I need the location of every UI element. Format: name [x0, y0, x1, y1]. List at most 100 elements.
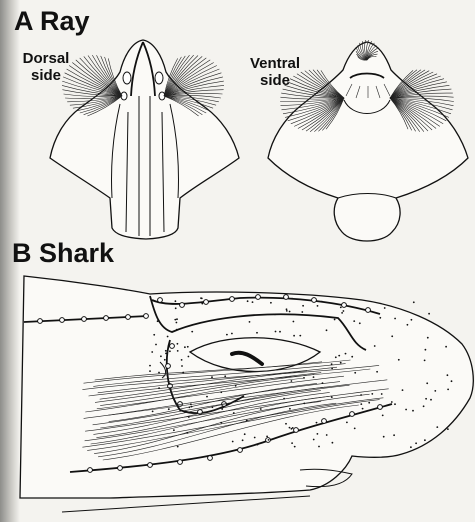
ampulla-dot	[149, 370, 151, 372]
ampulla-dot	[231, 333, 233, 335]
canal-pore	[60, 318, 65, 323]
ampulla-dot	[427, 337, 429, 339]
ampulla-dot	[301, 311, 303, 313]
ampulla-dot	[317, 433, 319, 435]
ampulla-dot	[155, 344, 157, 346]
ampulla-dot	[188, 356, 190, 358]
ampulla-dot	[293, 335, 295, 337]
ampulla-dot	[371, 393, 373, 395]
ampulla-dot	[411, 319, 413, 321]
ampulla-dot	[211, 376, 213, 378]
ampulla-dot	[283, 398, 285, 400]
canal-pore	[342, 303, 347, 308]
ampulla-dot	[206, 396, 208, 398]
ampulla-dot	[274, 314, 276, 316]
canal-pore	[158, 298, 163, 303]
ampulla-dot	[326, 434, 328, 436]
canal-pore	[88, 468, 93, 473]
ampulla-dot	[331, 396, 333, 398]
ampulla-dot	[353, 320, 355, 322]
ampulla-dot	[292, 427, 294, 429]
ampulla-dot	[254, 437, 256, 439]
ampulla-dot	[447, 389, 449, 391]
ampulla-dot	[160, 355, 162, 357]
ampulla-dot	[394, 403, 396, 405]
canal-pore	[378, 405, 383, 410]
ampulla-dot	[405, 409, 407, 411]
canal-pore	[170, 344, 175, 349]
ampulla-dot	[294, 446, 296, 448]
ampulla-dot	[165, 353, 167, 355]
ampulla-dot	[335, 356, 337, 358]
ampulla-dot	[362, 408, 364, 410]
ampulla-dot	[184, 346, 186, 348]
ampulla-dot	[176, 329, 178, 331]
ampulla-dot	[445, 346, 447, 348]
ampulla-dot	[289, 311, 291, 313]
ampulla-dot	[188, 416, 190, 418]
ampulla-dot	[257, 444, 259, 446]
ampulla-dot	[332, 442, 334, 444]
ampulla-dot	[394, 318, 396, 320]
ampulla-dot	[321, 301, 323, 303]
ampulla-dot	[316, 422, 318, 424]
ampulla-dot	[168, 408, 170, 410]
ampulla-dot	[226, 334, 228, 336]
ampulla-dot	[149, 365, 151, 367]
ampulla-dot	[359, 322, 361, 324]
ampulla-dot	[413, 301, 415, 303]
ampulla-dot	[158, 387, 160, 389]
ampulla-dot	[384, 307, 386, 309]
ampulla-dot	[381, 393, 383, 395]
ampulla-dot	[247, 300, 249, 302]
ampulla-dot	[424, 439, 426, 441]
ampulla-dot	[175, 307, 177, 309]
ampulla-dot	[252, 301, 254, 303]
ampulla-dot	[187, 346, 189, 348]
ampulla-dot	[190, 403, 192, 405]
canal-pore	[180, 303, 185, 308]
ampulla-dot	[249, 321, 251, 323]
ampulla-dot	[286, 308, 288, 310]
ampulla-dot	[424, 360, 426, 362]
ampulla-dot	[354, 428, 356, 430]
ampulla-dot	[291, 442, 293, 444]
ampulla-dot	[291, 298, 293, 300]
ampulla-dot	[286, 310, 288, 312]
ampulla-dot	[351, 356, 353, 358]
ampulla-dot	[242, 439, 244, 441]
canal-pore	[166, 364, 171, 369]
ampulla-dot	[383, 436, 385, 438]
ampulla-dot	[270, 302, 272, 304]
ampulla-dot	[415, 442, 417, 444]
ampulla-dot	[318, 446, 320, 448]
ampulla-dot	[338, 355, 340, 357]
canal-pore	[350, 412, 355, 417]
ampulla-dot	[402, 389, 404, 391]
ampulla-dot	[451, 380, 453, 382]
ampulla-dot	[346, 422, 348, 424]
ampulla-dot	[434, 390, 436, 392]
ampulla-dot	[176, 318, 178, 320]
canal-pore	[256, 295, 261, 300]
ampulla-dot	[374, 345, 376, 347]
ampulla-dot	[289, 408, 291, 410]
ampulla-dot	[174, 319, 176, 321]
canal-pore	[312, 298, 317, 303]
ampulla-dot	[151, 351, 153, 353]
ampulla-dot	[302, 305, 304, 307]
ampulla-dot	[341, 312, 343, 314]
ampulla-dot	[165, 350, 167, 352]
ampulla-dot	[447, 374, 449, 376]
canal-pore	[104, 316, 109, 321]
ampulla-dot	[423, 405, 425, 407]
ampulla-dot	[313, 439, 315, 441]
ampulla-dot	[410, 446, 412, 448]
ampulla-dot	[173, 429, 175, 431]
ampulla-dot	[260, 408, 262, 410]
ampulla-dot	[279, 331, 281, 333]
ampulla-dot	[246, 420, 248, 422]
ampulla-dot	[176, 322, 178, 324]
